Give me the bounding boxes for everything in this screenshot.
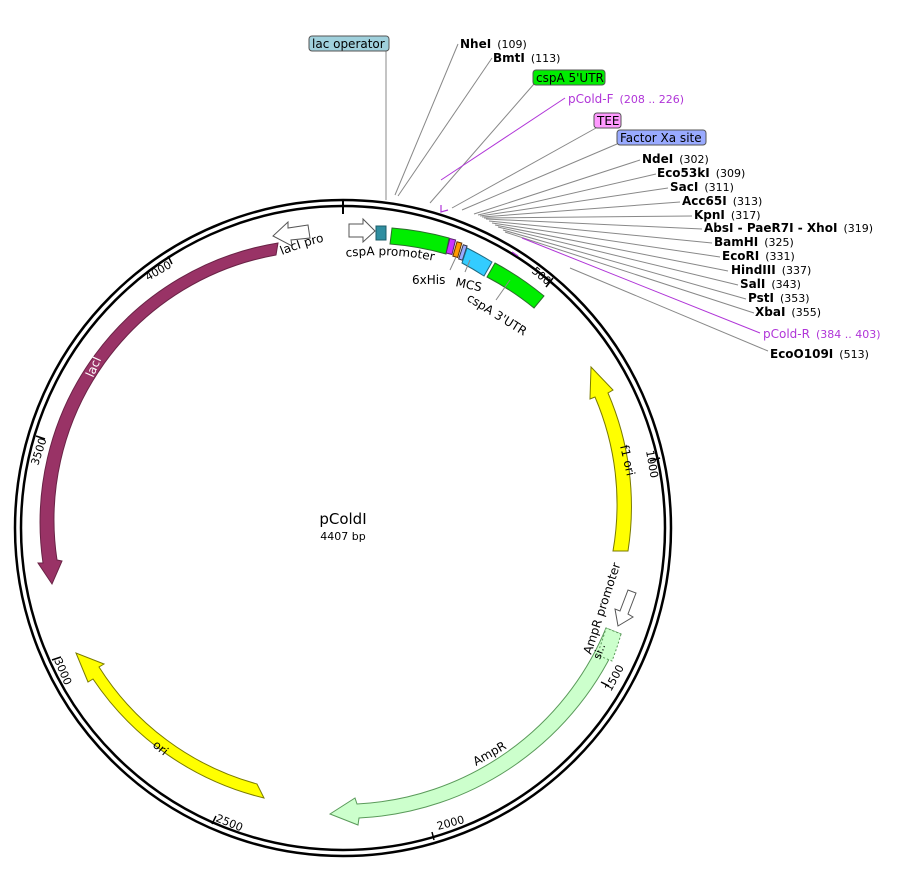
tick-mark [211,815,217,825]
site-bmti[interactable]: BmtI(113) [493,51,560,65]
lac-operator-tag[interactable] [308,35,390,52]
site-ecoo109i[interactable]: EcoO109I(513) [770,347,869,361]
tick-label-4000: 4000 [143,258,174,283]
site-nhei[interactable]: NheI(109) [460,37,527,51]
6xhis-label: 6xHis [412,273,445,287]
site-bamhi[interactable]: BamHI(325) [714,235,794,249]
laci-arrow[interactable] [37,242,279,586]
lead-xbai [504,231,755,314]
ampr-promoter-arrow[interactable] [614,589,637,627]
lead-pcold-f [440,97,566,181]
primer-pcold-f[interactable]: pCold-F(208 .. 226) [568,92,684,106]
tick-mark [649,457,661,462]
restriction-sites: NheI(109) BmtI(113) NdeI(302) Eco53kI(30… [460,37,873,361]
mcs-feature[interactable] [461,247,493,277]
lead-xhoi [485,218,703,230]
lead-tee [451,127,597,209]
site-psti[interactable]: PstI(353) [748,291,810,305]
mcs-lead [464,259,471,273]
lead-sali [497,226,739,286]
cspa-5utr-tag[interactable] [532,69,606,86]
site-sali[interactable]: SalI(343) [740,277,801,291]
lead-hindiii [494,224,729,272]
lead-kpni [483,215,693,219]
tee-tag-label: TEE [596,114,620,128]
site-saci[interactable]: SacI(311) [670,180,734,194]
6xhis-feature[interactable] [445,237,457,256]
site-acc65i[interactable]: Acc65I(313) [682,194,762,208]
tick-label-1000: 1000 [643,449,661,479]
factor-xa-feature[interactable] [457,244,468,261]
site-ndei[interactable]: NdeI(302) [642,152,709,166]
plasmid-name: pColdI [319,510,366,528]
lead-bmti [397,57,493,197]
factor-xa-tag-label: Factor Xa site [620,131,702,145]
lead-5utr [429,83,535,204]
lead-psti [502,229,747,300]
backbone-outer-ring [13,198,673,858]
ruler: 500 1000 1500 2000 2500 3000 3500 4000 [28,255,661,841]
lead-eco53ki [477,173,657,216]
site-xhoi[interactable]: AbsI - PaeR7I - XhoI(319) [704,221,873,235]
lead-ecoo109i [569,267,769,352]
f1-ori-arrow[interactable] [589,365,632,552]
cspa-3utr-feature[interactable] [486,262,545,309]
backbone-inner-ring [19,204,667,852]
primer-pcold-r[interactable]: pCold-R(384 .. 403) [763,327,881,341]
cspa-5utr-feature[interactable] [389,227,450,255]
signal-sequence-feature[interactable] [596,627,622,662]
signal-sequence-label: si.. [591,642,609,661]
laci-promoter-arrow[interactable] [272,220,311,247]
tick-mark [431,831,435,841]
his-lead [449,256,457,271]
tick-mark [35,435,46,440]
lead-saci [479,187,669,217]
lead-acc65i [481,201,681,218]
factor-xa-tag[interactable] [616,129,707,146]
site-hindiii[interactable]: HindIII(337) [731,263,811,277]
lead-ndei [473,159,641,215]
tick-label-2000: 2000 [435,813,465,833]
f1-ori-label: f1 ori [617,444,638,478]
utr3-lead [495,279,511,301]
site-ecori[interactable]: EcoRI(331) [722,249,795,263]
site-xbai[interactable]: XbaI(355) [755,305,821,319]
lead-pcold-r [521,237,761,334]
mcs-label: MCS [454,275,483,294]
label-leads [385,43,769,352]
cspa-promoter-arrow[interactable] [348,217,376,244]
lead-nhei [394,43,459,196]
tick-mark [545,277,554,288]
tee-feature[interactable] [452,241,463,259]
lac-operator-label: lac operator [312,37,385,51]
pcold-r-primer-mark [511,251,519,257]
pcold-f-primer-mark [440,205,449,213]
laci-promoter-label: lacI promoter [0,0,325,258]
lac-operator-feature[interactable] [375,225,387,241]
lead-bamhi [488,220,713,244]
tick-mark [51,656,62,661]
site-eco53ki[interactable]: Eco53kI(309) [657,166,745,180]
lead-factor-xa [461,143,618,211]
tick-mark [600,681,610,687]
site-kpni[interactable]: KpnI(317) [694,208,761,222]
lead-ecori [491,222,721,258]
tee-tag[interactable] [593,112,622,129]
plasmid-size: 4407 bp [320,530,365,543]
ori-arrow[interactable] [75,652,265,799]
cspa-5utr-tag-label: cspA 5'UTR [536,71,604,85]
tick-mark [167,255,173,265]
ampr-arrow[interactable] [328,627,622,826]
